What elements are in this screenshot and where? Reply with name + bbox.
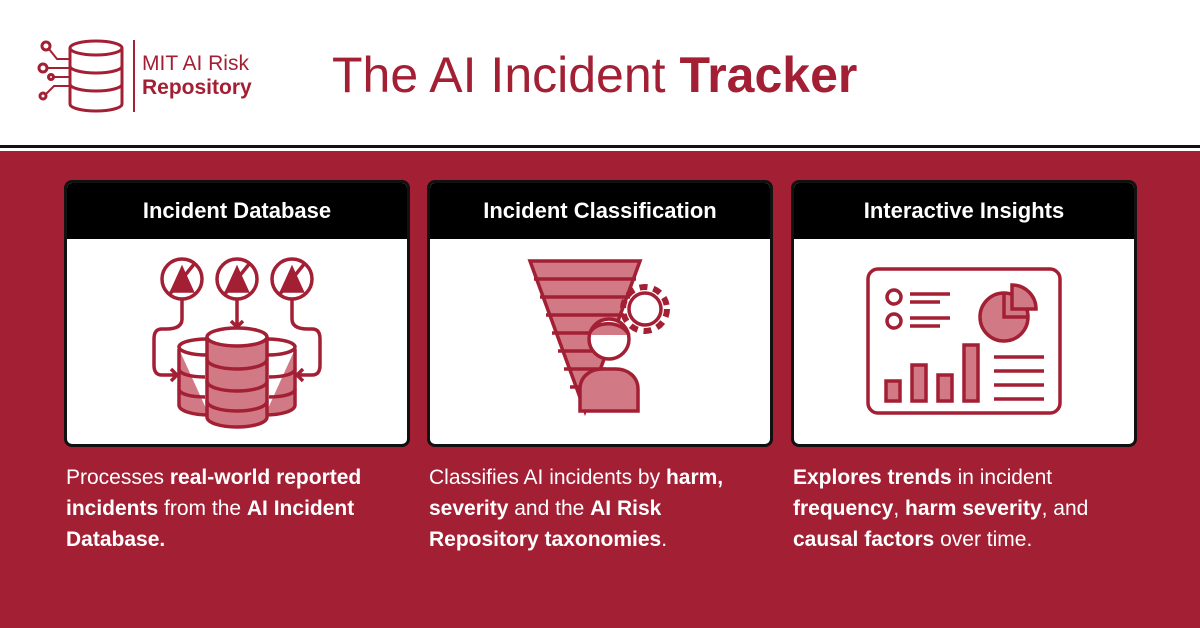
logo-text-line1: MIT AI Risk [142,52,249,75]
desc-bold: frequency [793,497,894,520]
dashboard-icon [866,267,1062,415]
desc-text: , and [1041,497,1089,520]
desc-text: over time. [934,528,1033,551]
title-bold: Tracker [679,47,858,103]
database-logo-icon [37,39,124,113]
card-incident-database: Incident Database [64,180,410,447]
desc-text: Classifies AI incidents by [429,466,666,489]
card-description: Explores trends in incident frequency, h… [793,462,1133,555]
desc-text: . [661,528,668,551]
desc-bold: causal factors [793,528,935,551]
title-regular: The AI Incident [332,47,680,103]
desc-text: Processes [66,466,170,489]
desc-text: and the [508,497,591,520]
card-description: Classifies AI incidents by harm, severit… [429,462,769,555]
card-title: Interactive Insights [794,183,1134,239]
card-interactive-insights: Interactive Insights [791,180,1137,447]
card-title: Incident Classification [430,183,770,239]
logo-text-line2: Repository [142,76,252,99]
desc-bold: harm severity [905,497,1042,520]
desc-bold: AI Incident Database. [66,497,355,551]
desc-bold: Explores trends [793,466,952,489]
card-incident-classification: Incident Classification [427,180,773,447]
desc-bold: harm, severity [429,466,724,520]
page-title: The AI Incident Tracker [332,46,857,104]
desc-bold: real-world reported incidents [66,466,362,520]
desc-text: , [893,497,906,520]
logo-divider [133,40,135,112]
card-description: Processes real-world reported incidents … [66,462,406,555]
funnel-person-gear-icon [527,259,670,417]
desc-text: in incident [951,466,1053,489]
desc-bold: AI Risk Repository taxonomies [429,497,662,551]
header: MIT AI Risk Repository The AI Incident T… [0,0,1200,148]
database-incidents-icon [152,257,322,429]
card-title: Incident Database [67,183,407,239]
desc-text: from the [158,497,247,520]
